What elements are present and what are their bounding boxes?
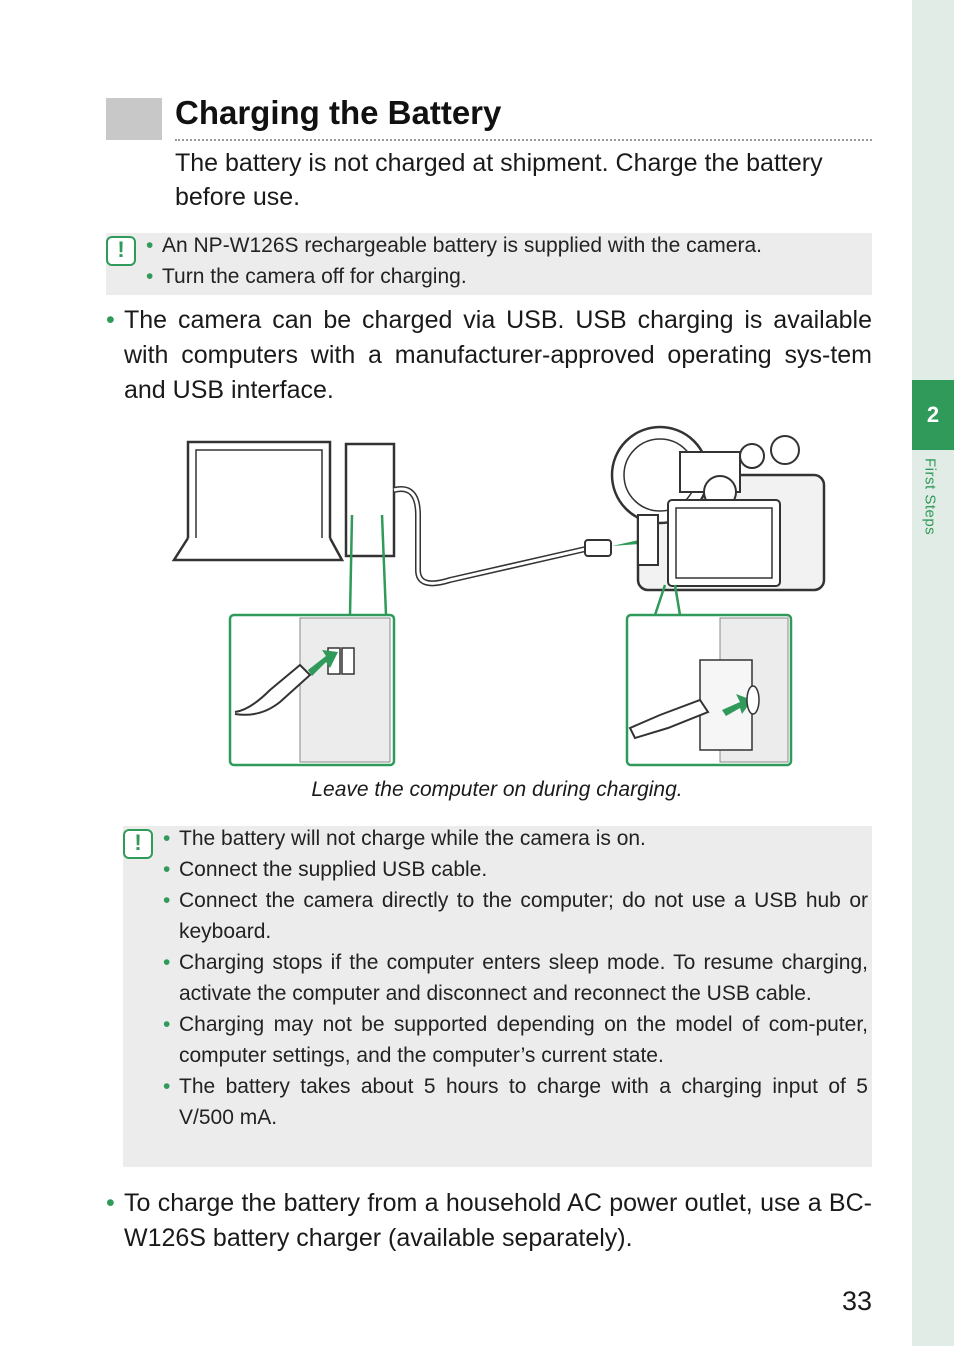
list-item: The camera can be charged via USB. USB c… xyxy=(106,303,872,408)
list-item: An NP-W126S rechargeable battery is supp… xyxy=(146,230,866,261)
chapter-number: 2 xyxy=(926,402,940,427)
caution-icon: ! xyxy=(106,236,136,266)
laptop-icon xyxy=(171,440,396,562)
usb-bullet-list: The camera can be charged via USB. USB c… xyxy=(106,303,872,408)
list-item: Charging stops if the computer enters sl… xyxy=(163,947,868,1009)
list-item: To charge the battery from a household A… xyxy=(106,1186,872,1256)
list-item: Charging may not be supported depending … xyxy=(163,1009,868,1071)
caution-note-bottom: ! The battery will not charge while the … xyxy=(123,823,872,1167)
camera-icon xyxy=(610,425,826,592)
caution-icon: ! xyxy=(123,829,153,859)
usb-charging-illustration xyxy=(171,425,826,767)
ac-bullet-list: To charge the battery from a household A… xyxy=(106,1186,872,1256)
list-item: The battery takes about 5 hours to charg… xyxy=(163,1071,868,1133)
page-number: 33 xyxy=(841,1286,872,1316)
intro-text: The battery is not charged at shipment. … xyxy=(175,149,823,211)
title-divider xyxy=(175,139,872,141)
camera-port-closeup xyxy=(625,613,793,767)
chapter-label: First Steps xyxy=(921,458,939,536)
caution-note-top: ! An NP-W126S rechargeable battery is su… xyxy=(106,230,872,295)
caution-list-bottom: The battery will not charge while the ca… xyxy=(163,823,868,1133)
chapter-tab[interactable]: 2 xyxy=(912,380,954,450)
list-item: The battery will not charge while the ca… xyxy=(163,823,868,854)
list-item: Connect the camera directly to the compu… xyxy=(163,885,868,947)
list-item: Connect the supplied USB cable. xyxy=(163,854,868,885)
computer-port-closeup xyxy=(228,613,396,767)
chapter-sidebar xyxy=(912,0,954,1346)
page-title: Charging the Battery xyxy=(175,94,502,131)
caution-list-top: An NP-W126S rechargeable battery is supp… xyxy=(146,230,866,292)
section-marker xyxy=(106,98,162,140)
list-item: Turn the camera off for charging. xyxy=(146,261,866,292)
illustration-caption: Leave the computer on during charging. xyxy=(311,778,683,801)
